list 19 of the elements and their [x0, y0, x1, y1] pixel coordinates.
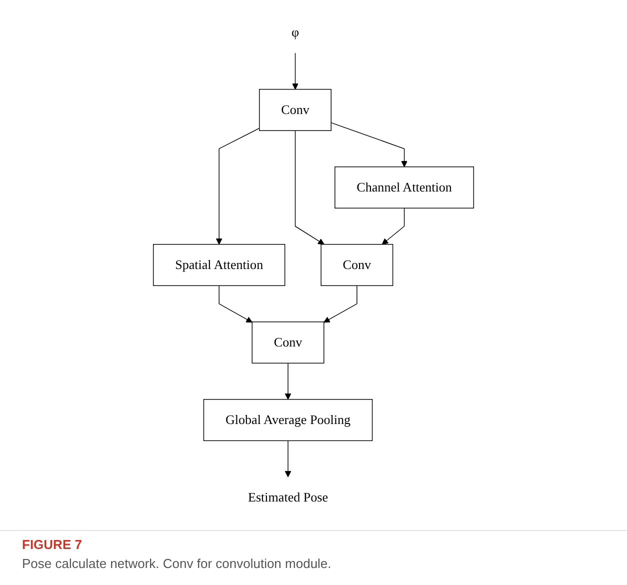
caption: Pose calculate network. Conv for convolution module.: [22, 556, 332, 571]
arrow: [284, 362, 292, 400]
node-box: Channel Attention: [334, 166, 474, 208]
node-text: Estimated Pose: [248, 490, 328, 504]
arrow: [284, 440, 292, 478]
node-box: Spatial Attention: [152, 244, 286, 286]
arrow: [324, 285, 358, 323]
arrow: [218, 285, 252, 323]
arrow: [294, 130, 324, 245]
arrow: [216, 128, 260, 245]
node-box: Conv: [320, 244, 394, 286]
arrow: [382, 208, 405, 245]
node-text: φ: [291, 24, 300, 40]
figure-number: FIGURE 7: [22, 537, 83, 552]
node-box: Global Average Pooling: [203, 399, 373, 442]
arrow: [330, 122, 408, 168]
arrow: [292, 52, 298, 90]
node-box: Conv: [259, 88, 332, 131]
node-box: Conv: [252, 322, 324, 364]
